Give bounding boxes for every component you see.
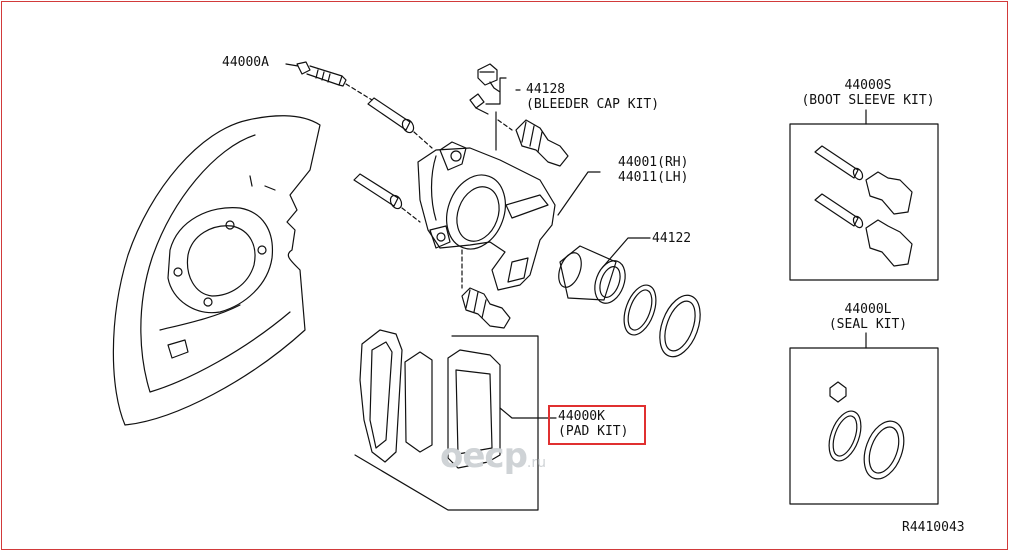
part-description: (PAD KIT) (558, 424, 629, 439)
part-description: (BOOT SLEEVE KIT) (801, 93, 935, 108)
boot-sleeve-top-drawing (497, 119, 569, 167)
leader-lines (285, 63, 867, 419)
seal-kit-drawing (828, 381, 905, 480)
watermark-brand: oecp (440, 436, 528, 476)
piston-seal-drawing (623, 284, 657, 336)
part-description: (BLEEDER CAP KIT) (526, 97, 660, 112)
guide-pins-drawing (353, 97, 433, 223)
part-number-rh: 44001(RH) (618, 155, 689, 170)
part-label-44128: 44128 (BLEEDER CAP KIT) (526, 82, 659, 112)
pad-kit-highlight-box (548, 405, 646, 445)
caliper-body-drawing (417, 141, 556, 291)
bolt-44000a-drawing (296, 61, 373, 101)
part-number: 44000S (844, 78, 892, 93)
part-label-44000l: 44000L (SEAL KIT) (782, 302, 954, 332)
part-label-44000k: 44000K (PAD KIT) (558, 409, 628, 439)
pad-kit-drawing (354, 329, 539, 511)
part-label-44001: 44001(RH) 44011(LH) (618, 155, 688, 185)
part-label-44000a: 44000A (222, 55, 269, 70)
boot-sleeve-bottom-drawing (461, 249, 511, 329)
watermark-suffix: .ru (526, 455, 547, 471)
part-description: (SEAL KIT) (828, 317, 908, 332)
part-number: 44128 (526, 82, 566, 97)
part-label-44000s: 44000S (BOOT SLEEVE KIT) (782, 78, 954, 108)
part-label-44122: 44122 (652, 231, 692, 246)
diagram-code: R4410043 (902, 520, 965, 535)
part-number-lh: 44011(LH) (618, 170, 689, 185)
boot-sleeve-kit-box (789, 123, 939, 281)
part-number: 44000L (844, 302, 892, 317)
watermark: oecp.ru (440, 436, 546, 476)
bleeder-cap-drawing (469, 63, 498, 115)
piston-boot-drawing (659, 294, 701, 358)
piston-drawing (558, 245, 626, 304)
part-number: 44000K (558, 409, 605, 424)
boot-sleeve-kit-drawing (814, 145, 913, 267)
seal-kit-box (789, 347, 939, 505)
backing-plate-drawing (112, 115, 321, 426)
